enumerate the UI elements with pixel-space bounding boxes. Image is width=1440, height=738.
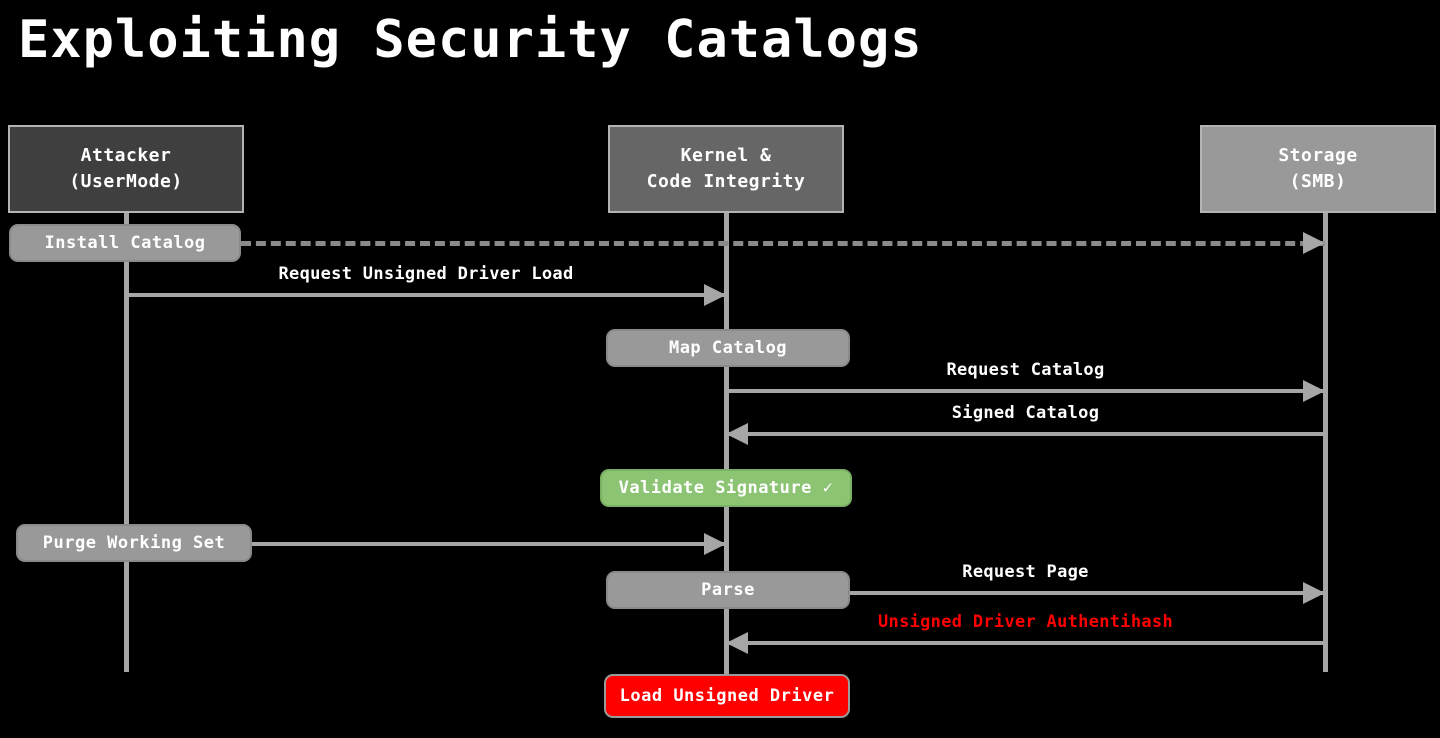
note-purge-working-set[interactable]: Purge Working Set [16,524,252,562]
page-title: Exploiting Security Catalogs [18,10,923,70]
actor-label-secondary: Code Integrity [646,171,806,192]
message-label: Unsigned Driver Authentihash [878,612,1173,632]
actor-label-primary: Storage [1278,144,1358,166]
arrowhead-right-icon [1303,582,1325,604]
lifeline-attacker [124,213,129,672]
note-label: Install Catalog [44,233,206,253]
message-line [726,389,1325,393]
arrowhead-right-icon [1303,232,1325,254]
note-validate-signature[interactable]: Validate Signature ✓ [600,469,852,507]
message-line [241,241,1325,246]
message-label: Request Page [962,562,1089,582]
arrowhead-left-icon [726,632,748,654]
actor-label-primary: Attacker [80,144,172,166]
actor-label-primary: Kernel & [680,144,772,166]
note-label: Validate Signature ✓ [618,478,834,498]
note-load-unsigned[interactable]: Load Unsigned Driver [604,674,850,718]
actor-box-kernel[interactable]: Kernel & Code Integrity [608,125,844,213]
note-label: Parse [701,580,755,600]
actor-label-secondary: (UserMode) [69,171,183,192]
arrowhead-right-icon [704,284,726,306]
actor-label-secondary: (SMB) [1289,171,1347,192]
arrowhead-right-icon [704,533,726,555]
message-line [726,591,1325,595]
note-label: Load Unsigned Driver [619,686,835,706]
message-label: Signed Catalog [951,403,1100,423]
message-label: Request Unsigned Driver Load [278,264,574,284]
message-line [252,542,726,546]
note-label: Map Catalog [668,338,788,358]
note-map-catalog[interactable]: Map Catalog [606,329,850,367]
actor-box-attacker[interactable]: Attacker (UserMode) [8,125,244,213]
actor-box-storage[interactable]: Storage (SMB) [1200,125,1436,213]
message-line [726,641,1325,645]
message-line [126,293,726,297]
note-label: Purge Working Set [42,533,226,553]
note-parse[interactable]: Parse [606,571,850,609]
note-install-catalog[interactable]: Install Catalog [9,224,241,262]
message-label: Request Catalog [946,360,1105,380]
arrowhead-left-icon [726,423,748,445]
arrowhead-right-icon [1303,380,1325,402]
lifeline-storage [1323,213,1328,672]
message-line [726,432,1325,436]
